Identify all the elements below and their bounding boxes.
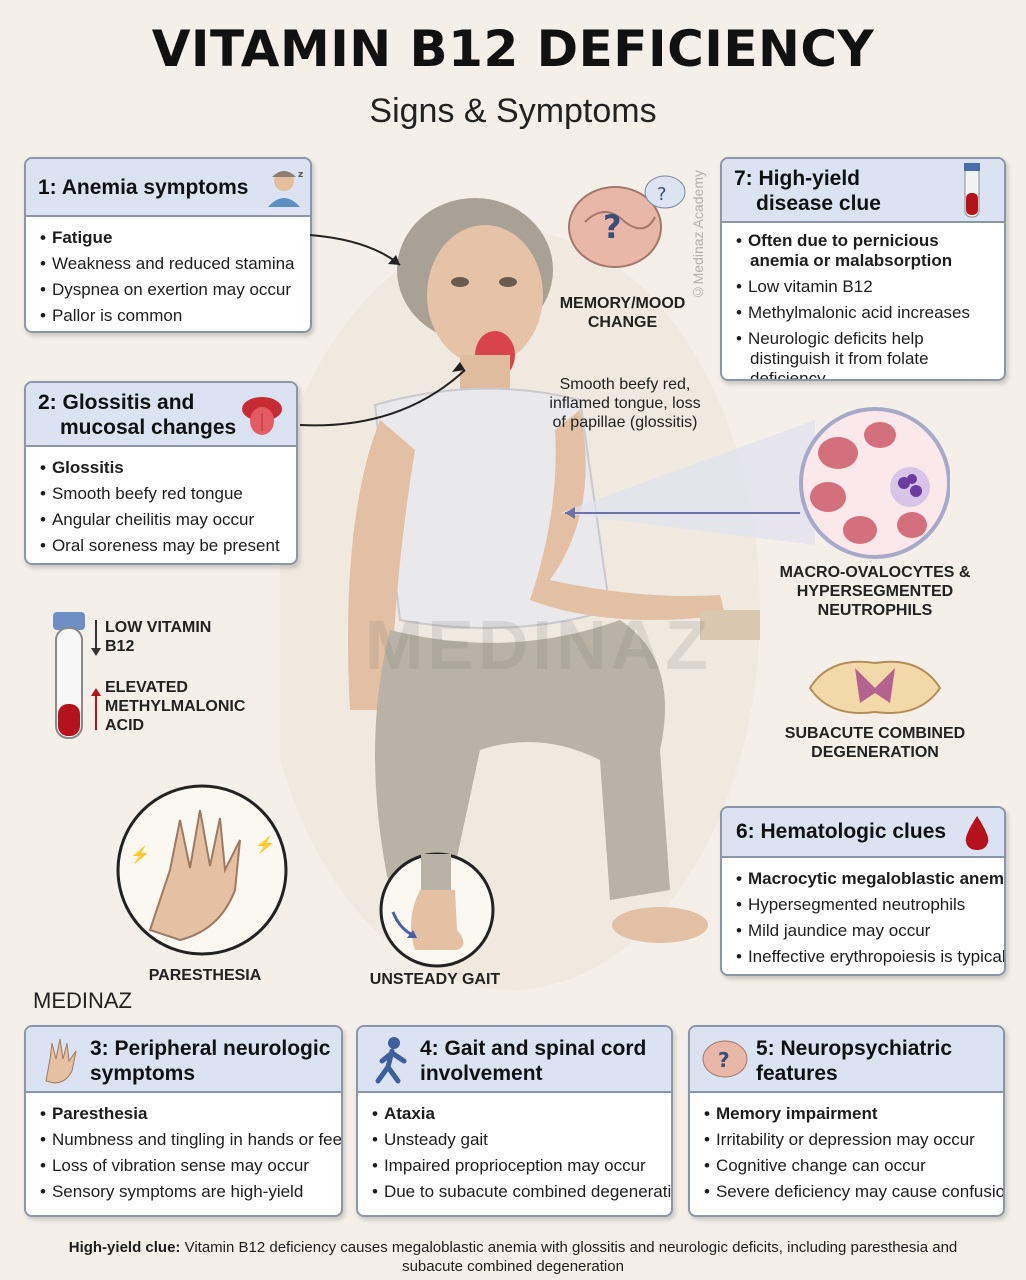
logo-text: MEDINAZ (33, 988, 132, 1013)
logo: MEDINAZ (33, 988, 132, 1014)
list-item: Hypersegmented neutrophils (736, 892, 994, 918)
card-neuropsych-title-2: features (756, 1062, 838, 1085)
list-item: Impaired proprioception may occur (372, 1153, 661, 1179)
list-item: Ataxia (372, 1101, 661, 1127)
card-peripheral-title-2: symptoms (90, 1062, 196, 1085)
list-item: Smooth beefy red tongue (40, 481, 286, 507)
card-peripheral: 3: Peripheral neurologic symptoms Parest… (24, 1025, 343, 1217)
unsteady-label: UNSTEADY GAIT (369, 971, 501, 988)
svg-text:?: ? (657, 184, 667, 205)
blood-smear-icon (560, 407, 950, 559)
card-highyield: 7: High-yield disease clue Often due to … (720, 157, 1006, 381)
card-neuropsych: ? 5: Neuropsychiatric features Memory im… (688, 1025, 1005, 1217)
list-item: Glossitis (40, 455, 286, 481)
svg-text:?: ? (718, 1048, 730, 1072)
spinal-cord-icon (808, 660, 942, 714)
blood-test-tube-icon (53, 612, 101, 739)
list-item: Weakness and reduced stamina (40, 251, 300, 277)
svg-text:z: z (298, 170, 303, 180)
list-item: Paresthesia (40, 1101, 331, 1127)
page-title: VITAMIN B12 DEFICIENCY (151, 20, 875, 78)
card-anemia: 1: Anemia symptoms z Fatigue Weakness an… (24, 157, 312, 333)
list-item: Fatigue (40, 225, 300, 251)
card-gait-header: 4: Gait and spinal cord involvement (358, 1027, 671, 1093)
foot-gait-icon (379, 852, 495, 968)
hand-icon (45, 1038, 77, 1084)
patient-illustration (280, 198, 760, 990)
list-item: Loss of vibration sense may occur (40, 1153, 331, 1179)
list-item: Mild jaundice may occur (736, 918, 994, 944)
list-item: Oral soreness may be present (40, 533, 286, 559)
list-item: Unsteady gait (372, 1127, 661, 1153)
list-item: Severe deficiency may cause confusion (704, 1179, 1003, 1205)
footer-text: Vitamin B12 deficiency causes megaloblas… (184, 1239, 958, 1275)
svg-text:?: ? (603, 208, 622, 246)
card-gait-title-1: 4: Gait and spinal cord (420, 1037, 647, 1060)
card-neuropsych-title-1: 5: Neuropsychiatric (756, 1037, 953, 1060)
tired-person-icon: z (268, 170, 303, 207)
list-item: Methylmalonic acid increases (736, 303, 994, 323)
list-item: Often due to pernicious anemia or malabs… (736, 231, 994, 271)
card-hematologic-header: 6: Hematologic clues (722, 808, 1004, 858)
macro-label: MACRO-OVALOCYTES & HYPERSEGMENTED NEUTRO… (779, 564, 971, 619)
card-highyield-title-2: disease clue (756, 192, 881, 215)
card-peripheral-title-1: 3: Peripheral neurologic (90, 1037, 331, 1060)
card-peripheral-header: 3: Peripheral neurologic symptoms (26, 1027, 341, 1093)
card-glossitis-header: 2: Glossitis and mucosal changes (26, 383, 296, 447)
list-item: Irritability or depression may occur (704, 1127, 993, 1153)
elevated-mma-label: ELEVATED METHYLMALONIC ACID (105, 679, 246, 734)
list-item: Numbness and tingling in hands or feet (40, 1127, 341, 1153)
svg-text:⚡: ⚡ (130, 845, 150, 864)
list-item: Neurologic deficits help distinguish it … (736, 329, 994, 379)
card-glossitis-title-2: mucosal changes (60, 416, 237, 439)
card-gait-title-2: involvement (420, 1062, 543, 1085)
card-neuropsych-header: ? 5: Neuropsychiatric features (690, 1027, 1003, 1093)
card-hematologic: 6: Hematologic clues Macrocytic megalobl… (720, 806, 1006, 976)
footer-lead: High-yield clue: (68, 1239, 181, 1256)
list-item: Ineffective erythropoiesis is typical (736, 944, 1004, 970)
brain-question-icon: ? (702, 1040, 748, 1078)
list-item: Angular cheilitis may occur (40, 507, 286, 533)
page-subtitle: Signs & Symptoms (369, 92, 657, 130)
tongue-note: Smooth beefy red, inflamed tongue, loss … (549, 376, 701, 431)
list-item: Cognitive change can occur (704, 1153, 993, 1179)
mouth-tongue-icon (242, 397, 282, 435)
memory-label: MEMORY/MOOD CHANGE (559, 295, 686, 331)
card-glossitis-title-1: 2: Glossitis and (38, 391, 195, 414)
card-highyield-title-1: 7: High-yield (734, 167, 861, 190)
list-item: Due to subacute combined degeneration (372, 1179, 671, 1205)
scd-label: SUBACUTE COMBINED DEGENERATION (784, 725, 966, 761)
card-highyield-header: 7: High-yield disease clue (722, 159, 1004, 223)
test-tube-icon (964, 163, 980, 218)
card-hematologic-title: 6: Hematologic clues (736, 820, 947, 843)
card-anemia-header: 1: Anemia symptoms z (26, 159, 310, 217)
footer-note: High-yield clue: Vitamin B12 deficiency … (60, 1238, 966, 1276)
hand-paresthesia-icon: ⚡ ⚡ (116, 784, 288, 956)
list-item: Low vitamin B12 (736, 277, 994, 297)
list-item: Dyspnea on exertion may occur (40, 277, 300, 303)
card-anemia-title: 1: Anemia symptoms (38, 176, 249, 199)
card-glossitis: 2: Glossitis and mucosal changes Glossit… (24, 381, 298, 565)
walking-person-icon (375, 1037, 407, 1084)
list-item: Memory impairment (704, 1101, 993, 1127)
paresthesia-label: PARESTHESIA (148, 967, 262, 984)
blood-drop-icon (965, 816, 989, 850)
list-item: Macrocytic megaloblastic anemia (736, 866, 1004, 892)
pointer-arrows (300, 234, 466, 427)
svg-text:⚡: ⚡ (255, 835, 275, 854)
list-item: Pallor is common (40, 303, 300, 329)
low-b12-label: LOW VITAMIN B12 (105, 619, 212, 655)
brain-icon: ? ? (568, 175, 686, 268)
card-gait: 4: Gait and spinal cord involvement Atax… (356, 1025, 673, 1217)
watermark: MEDINAZ (365, 606, 712, 684)
list-item: Sensory symptoms are high-yield (40, 1179, 331, 1205)
